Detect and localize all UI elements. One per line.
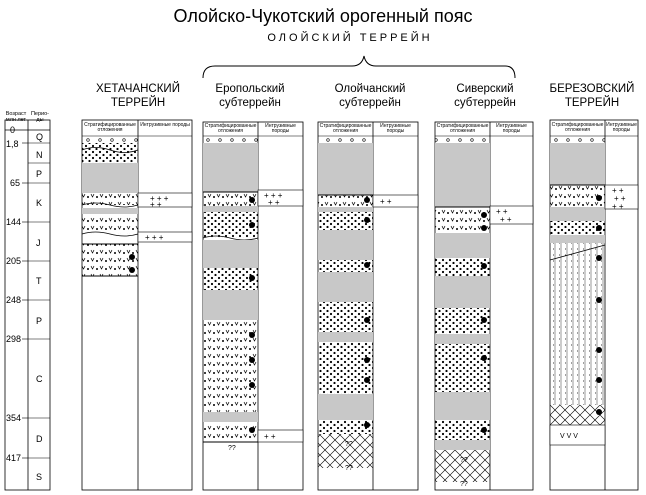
period-c: C xyxy=(36,374,43,384)
diagram-title: Олойско-Чукотский орогенный пояс xyxy=(173,6,473,26)
berezov-name-line2: ТЕРРЕЙН xyxy=(564,97,620,109)
svg-text:+ +: + + xyxy=(264,432,276,441)
age-144: 144 xyxy=(6,217,22,227)
svg-text:+ + +: + + + xyxy=(264,191,283,200)
oloychan-question-mark-1: ?? xyxy=(345,441,353,448)
siver-strat-header: Стратифицированные отложения xyxy=(436,123,489,134)
oloychan-question-mark-2: ?? xyxy=(345,465,353,472)
period-n: N xyxy=(36,150,43,160)
period-j: J xyxy=(36,238,41,248)
yeropol-intrusive-header: Интрузивные породы xyxy=(265,123,296,134)
siver-column: + + + + ?? ?? xyxy=(434,121,534,491)
khetachan-name-line2: ТЕРРЕЙН xyxy=(110,97,166,109)
time-scale xyxy=(4,119,51,491)
svg-text:+ +: + + xyxy=(380,197,392,206)
period-header: Перио-ды xyxy=(30,111,50,123)
oloychan-name-line1: Олойчанский xyxy=(334,83,406,95)
period-k: K xyxy=(36,198,43,208)
age-354: 354 xyxy=(6,413,22,423)
siver-header: Сиверский субтеррейн xyxy=(430,82,540,110)
yeropol-column: + + + + + + + ?? xyxy=(202,121,304,491)
siver-question-mark-1: ?? xyxy=(460,457,468,464)
berezov-strat-header: Стратифицированные отложения xyxy=(551,122,604,133)
age-248: 248 xyxy=(6,295,22,305)
age-1.8: 1,8 xyxy=(6,139,19,149)
svg-text:V V V: V V V xyxy=(560,433,578,440)
period-p-paleogene: P xyxy=(36,169,43,179)
yeropol-question-mark: ?? xyxy=(228,445,236,452)
siver-question-mark-2: ?? xyxy=(460,481,468,488)
age-298: 298 xyxy=(6,334,22,344)
olojsky-bracket xyxy=(202,55,516,79)
oloychan-column: + + ?? ?? xyxy=(317,121,419,491)
svg-text:+ + +: + + + xyxy=(145,233,164,242)
khetachan-name-line1: ХЕТАЧАНСКИЙ xyxy=(96,83,180,95)
age-0: 0 xyxy=(10,125,16,135)
khetachan-strat-header: Стратифицированные отложения xyxy=(84,122,136,133)
age-header: Возраст млн лет xyxy=(5,111,27,123)
oloychan-intrusive-header: Интрузивные породы xyxy=(380,123,411,134)
berezov-intrusive-header: Интрузивные породы xyxy=(606,122,637,133)
yeropol-name-line1: Еропольский xyxy=(215,83,285,95)
svg-text:+ +: + + xyxy=(150,200,162,209)
period-t: T xyxy=(36,276,42,286)
olojsky-terrane-label: ОЛОЙСКИЙ ТЕРРЕЙН xyxy=(267,32,433,44)
berezov-name-line1: БЕРЕЗОВСКИЙ xyxy=(549,83,635,95)
svg-text:+ +: + + xyxy=(268,198,280,207)
siver-name-line2: субтеррейн xyxy=(454,97,516,109)
age-417: 417 xyxy=(6,453,22,463)
period-p-permian: P xyxy=(36,316,43,326)
period-q: Q xyxy=(36,132,44,142)
oloychan-strat-header: Стратифицированные отложения xyxy=(319,123,372,134)
oloychan-header: Олойчанский субтеррейн xyxy=(315,82,425,110)
yeropol-strat-header: Стратифицированные отложения xyxy=(204,123,257,134)
khetachan-column: + + + + + + + + xyxy=(81,119,193,491)
khetachan-intrusive-header: Интрузивные породы xyxy=(140,122,190,128)
siver-name-line1: Сиверский xyxy=(456,83,514,95)
yeropol-header: Еропольский субтеррейн xyxy=(195,82,305,110)
age-65: 65 xyxy=(10,178,21,188)
svg-text:+ +: + + xyxy=(614,194,626,203)
khetachan-header: ХЕТАЧАНСКИЙ ТЕРРЕЙН xyxy=(78,82,198,110)
svg-text:+ +: + + xyxy=(612,202,624,211)
oloychan-name-line2: субтеррейн xyxy=(339,97,401,109)
berezov-column: V V V + + + + + + xyxy=(549,119,639,491)
svg-text:+ +: + + xyxy=(500,215,512,224)
age-205: 205 xyxy=(6,256,22,266)
period-d: D xyxy=(36,434,43,444)
berezov-header: БЕРЕЗОВСКИЙ ТЕРРЕЙН xyxy=(537,82,646,110)
yeropol-name-line2: субтеррейн xyxy=(219,97,281,109)
period-s: S xyxy=(36,472,43,482)
siver-intrusive-header: Интрузивные породы xyxy=(496,123,527,134)
svg-text:+ +: + + xyxy=(496,207,508,216)
svg-text:+ +: + + xyxy=(612,186,624,195)
svg-text:+ + +: + + + xyxy=(150,194,169,203)
